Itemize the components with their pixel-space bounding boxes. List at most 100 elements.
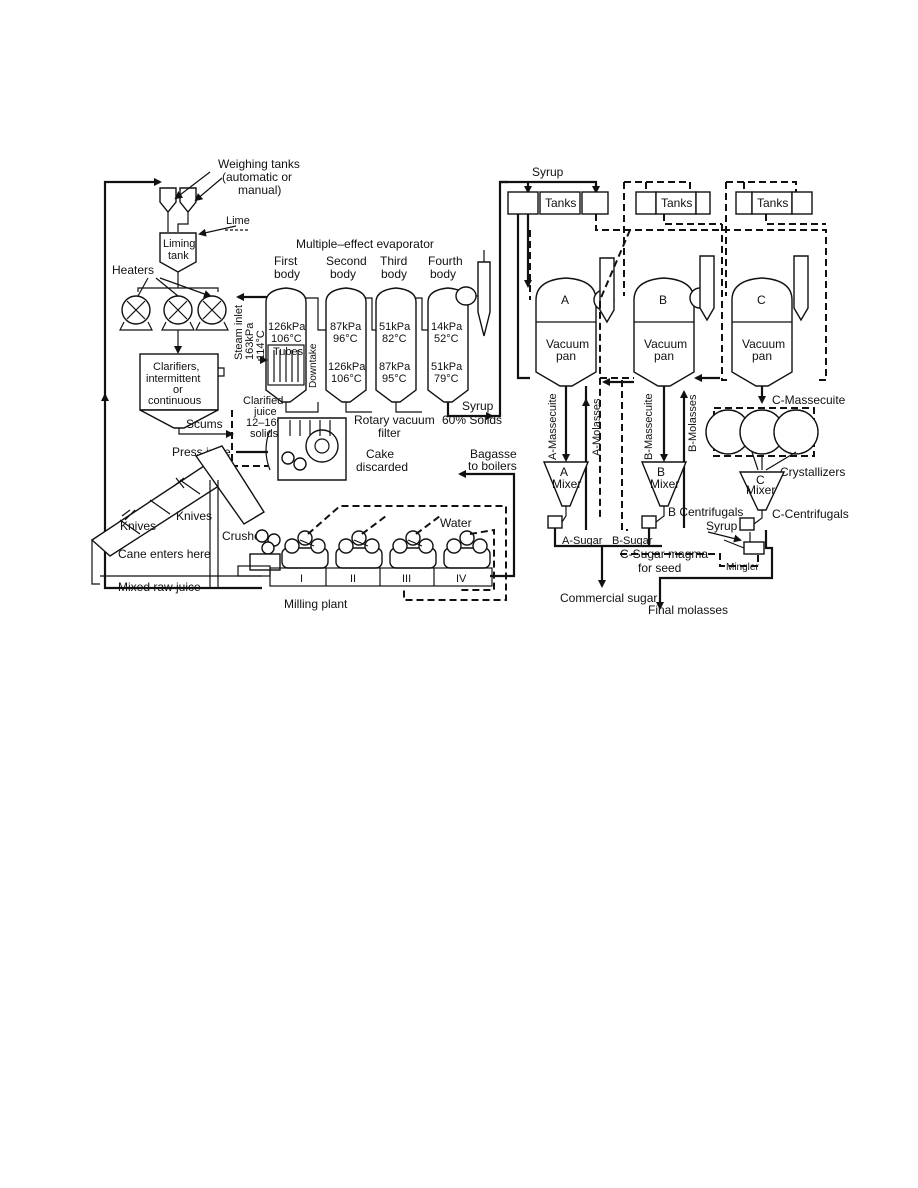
label-c-massecuite: C-Massecuite <box>772 393 846 407</box>
label-first: First <box>274 254 298 268</box>
mixer-a-letter: A <box>560 465 568 479</box>
mill-III: III <box>402 573 411 585</box>
mixer-c <box>738 471 786 531</box>
tanks-c <box>726 181 813 215</box>
label-clarifiers-3: or <box>173 384 183 396</box>
label-bagasse-2: to boilers <box>468 459 517 473</box>
label-bagasse: Bagasse <box>470 447 517 461</box>
label-liming: Liming <box>163 238 195 250</box>
label-syrup-evap: Syrup <box>462 399 494 413</box>
label-crystallizers: Crystallizers <box>780 465 845 479</box>
mixer-a-label: Mixer <box>552 477 581 491</box>
lime-inlet <box>198 225 248 237</box>
vacuum-pan-c <box>731 255 809 387</box>
b3-temp-2: 95°C <box>382 373 407 385</box>
sugar-output-lines <box>553 528 774 610</box>
label-a-massecuite: A-Massecuite <box>547 393 559 460</box>
label-knives-2: Knives <box>120 519 156 533</box>
svg-text:163kPa: 163kPa <box>244 322 256 360</box>
label-third-body: body <box>381 267 407 281</box>
b3-temp: 82°C <box>382 333 407 345</box>
label-downtake: Downtake <box>308 343 319 388</box>
cane-conveyor <box>90 445 265 588</box>
mixer-a <box>542 461 590 529</box>
label-mixed-raw-juice: Mixed raw juice <box>118 580 201 594</box>
label-b-massecuite: B-Massecuite <box>643 393 655 460</box>
pan-b-letter: B <box>659 293 667 307</box>
b2-temp: 96°C <box>333 333 358 345</box>
label-heaters: Heaters <box>112 263 154 277</box>
label-clarifiers-2: intermittent <box>146 373 200 385</box>
label-solids: 60% Solids <box>442 413 502 427</box>
evaporator-bodies <box>265 250 491 413</box>
label-c-centrifugals: C-Centrifugals <box>772 507 849 521</box>
mill-IV: IV <box>456 573 467 585</box>
label-fourth-body: body <box>430 267 456 281</box>
b4-temp: 52°C <box>434 333 459 345</box>
label-third: Third <box>380 254 407 268</box>
mixer-b-label: Mixer <box>650 477 679 491</box>
mixer-b-letter: B <box>657 465 665 479</box>
b3-pressure-2: 87kPa <box>379 361 411 373</box>
b1-pressure: 126kPa <box>268 321 306 333</box>
label-syrup-c: Syrup <box>706 519 738 533</box>
mill-I: I <box>300 573 303 585</box>
label-cake: Cake <box>366 447 394 461</box>
label-clarified-3: 12–16% <box>246 417 287 429</box>
mixer-b <box>640 461 688 529</box>
mingler <box>723 539 765 555</box>
pan-a-letter: A <box>561 293 569 307</box>
svg-text:114°C: 114°C <box>255 330 267 360</box>
pan-a-vacuum: Vacuum <box>546 337 589 351</box>
label-cake-2: discarded <box>356 460 408 474</box>
b3-pressure: 51kPa <box>379 321 411 333</box>
pan-b-vacuum: Vacuum <box>644 337 687 351</box>
mill-II: II <box>350 573 356 585</box>
evap-syrup-line <box>446 402 494 420</box>
label-tanks-3: Tanks <box>757 196 788 210</box>
label-crusher: Crusher <box>222 529 265 543</box>
label-tanks-1: Tanks <box>545 196 576 210</box>
label-clarified-2: juice <box>253 406 277 418</box>
raw-juice-line <box>101 178 262 590</box>
pan-c-pan: pan <box>752 349 772 363</box>
tanks-a <box>507 191 609 215</box>
vacuum-pan-b <box>633 255 715 387</box>
syrup-header <box>500 180 600 194</box>
b2-pressure: 87kPa <box>330 321 362 333</box>
pan-c-letter: C <box>757 293 766 307</box>
label-commercial-sugar: Commercial sugar <box>560 591 657 605</box>
rotary-vacuum-filter <box>265 417 347 481</box>
b2-temp-2: 106°C <box>331 373 362 385</box>
label-c-magma-2: for seed <box>638 561 681 575</box>
label-rotary-2: filter <box>378 426 401 440</box>
label-weighing: Weighing tanks <box>218 157 300 171</box>
b-dashed-return <box>621 380 628 531</box>
b4-pressure: 14kPa <box>431 321 463 333</box>
label-water: Water <box>440 516 472 530</box>
svg-text:Steam inlet: Steam inlet <box>233 305 245 360</box>
label-tubes: Tubes <box>273 346 304 358</box>
heaters <box>119 277 229 354</box>
label-clarifiers-4: continuous <box>148 395 202 407</box>
steam-inlet-label: Steam inlet 163kPa 114°C <box>233 305 267 360</box>
label-scums: Scums <box>186 417 223 431</box>
b4-pressure-2: 51kPa <box>431 361 463 373</box>
label-second: Second <box>326 254 367 268</box>
clarifier <box>139 353 234 438</box>
pan-cross-lines <box>599 229 720 520</box>
label-fourth: Fourth <box>428 254 463 268</box>
label-mingler: Mingler <box>726 562 759 573</box>
bagasse-line <box>458 470 516 578</box>
label-final-molasses: Final molasses <box>648 603 728 617</box>
weighing-tanks <box>159 171 223 232</box>
label-weighing-3: manual) <box>238 183 281 197</box>
label-second-body: body <box>330 267 356 281</box>
label-tanks-2: Tanks <box>661 196 692 210</box>
vacuum-pan-a <box>535 257 615 387</box>
crusher-and-mills <box>237 529 493 587</box>
liming-tank <box>159 232 197 288</box>
b4-temp-2: 79°C <box>434 373 459 385</box>
b2-pressure-2: 126kPa <box>328 361 366 373</box>
label-syrup-top: Syrup <box>532 165 564 179</box>
